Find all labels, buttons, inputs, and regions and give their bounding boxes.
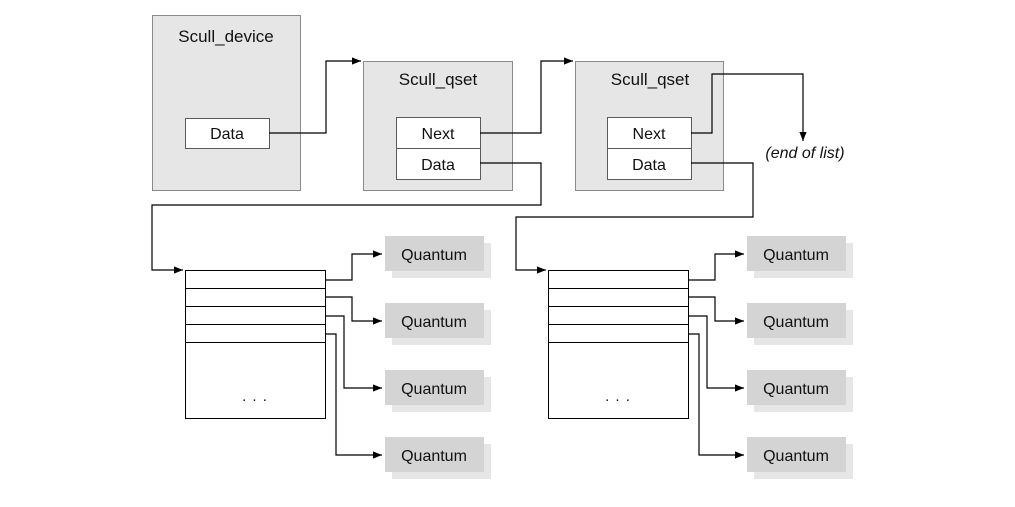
array-1-row-1-arrow [325,250,382,281]
scull-qset-2-data-label: Data [632,157,666,174]
pointer-array-2: . . . [548,270,689,419]
scull-qset-2-next-label: Next [633,126,666,143]
array-1-row-3-arrow [325,315,382,392]
scull-qset-1-data-label: Data [421,157,455,174]
array-2-row-4-arrow [688,333,744,459]
qset-1-data-to-array-1-arrow [151,162,542,274]
array-1-row-2-arrow [325,296,382,325]
quantum-label: Quantum [401,448,467,465]
quantum-box [747,303,846,338]
quantum-box [385,437,484,472]
quantum-box [385,236,484,271]
scull-device-box [152,15,301,191]
scull-qset-1-next-label: Next [422,126,455,143]
pointer-array-2-ellipsis: . . . [605,388,631,405]
scull-device-title: Scull_device [178,27,273,46]
quantum-box [747,437,846,472]
scull-qset-2-data-field [607,148,692,180]
quantum-group-1: Quantum Quantum Quantum Quantum [385,236,491,479]
quantum-box [747,370,846,405]
quantum-label: Quantum [763,448,829,465]
pointer-array-1: . . . [185,270,326,419]
quantum-label: Quantum [401,381,467,398]
pointer-array-2-box [548,270,689,419]
pointer-array-1-ellipsis: . . . [242,388,268,405]
quantum-label: Quantum [763,314,829,331]
qset-2-next-to-end-arrow [691,73,807,141]
quantum-box [385,303,484,338]
quantum-label: Quantum [401,314,467,331]
scull-qset-2-title: Scull_qset [611,70,690,89]
quantum-group-2: Quantum Quantum Quantum Quantum [747,236,853,479]
scull-qset-2: Scull_qset Next Data [575,61,724,191]
qset-2-data-to-array-2-arrow [515,162,754,274]
quantum-label: Quantum [401,247,467,264]
end-of-list-label: (end of list) [765,145,844,162]
array-1-row-4-arrow [325,333,382,459]
pointer-array-1-box [185,270,326,419]
device-data-to-qset-1-arrow [269,57,361,134]
scull-qset-1: Scull_qset Next Data [363,61,513,191]
quantum-box [747,236,846,271]
scull-qset-1-data-field [396,148,481,180]
array-2-row-1-arrow [688,250,744,281]
qset-1-next-to-qset-2-arrow [480,57,573,134]
scull-device-struct: Scull_device Data [152,15,301,191]
quantum-label: Quantum [763,247,829,264]
array-2-row-3-arrow [688,315,744,392]
scull-device-data-label: Data [210,126,244,143]
array-2-row-2-arrow [688,296,744,325]
quantum-box [385,370,484,405]
quantum-label: Quantum [763,381,829,398]
scull-device-data-field [185,118,270,149]
scull-qset-1-title: Scull_qset [399,70,478,89]
